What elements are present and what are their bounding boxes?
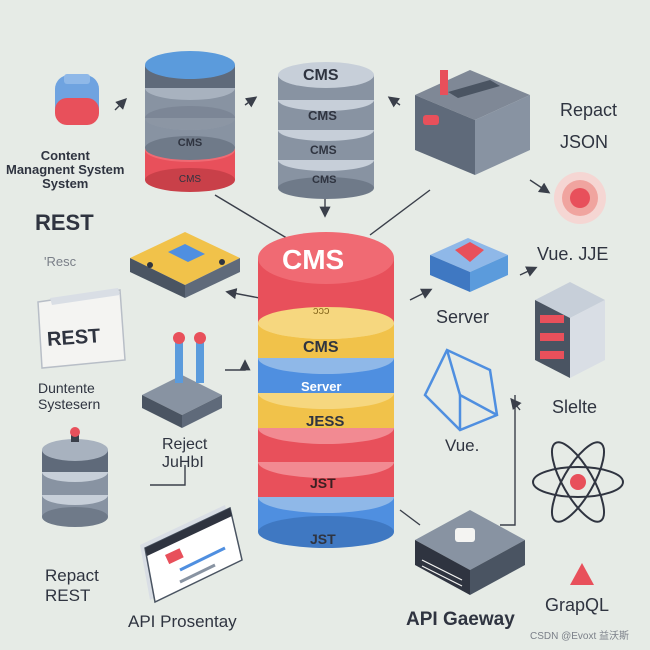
main-cms-stack [258, 232, 394, 548]
api-presentay-label: API Prosentay [128, 612, 237, 631]
target-icon [554, 172, 606, 224]
connector-line [519, 266, 538, 277]
rest-card-label: REST [46, 325, 102, 351]
connector-line [150, 465, 186, 486]
database-stack-top-center [278, 62, 374, 199]
vue-label: Vue. [445, 436, 480, 455]
slelte-label: Slelte [552, 397, 598, 417]
cube-icon [430, 238, 508, 292]
document-card-icon [37, 288, 126, 369]
stack-top-label-0: CMS [303, 67, 339, 84]
connector-line [387, 96, 401, 108]
connector-line [529, 179, 551, 194]
router-icon [142, 332, 222, 428]
hex-frame-icon [423, 348, 499, 432]
db-label: CMS [179, 174, 202, 185]
server-box-icon [415, 70, 530, 175]
connector-line [214, 194, 291, 241]
connector-line [114, 98, 127, 111]
connector-line [369, 189, 431, 236]
server-label: Server [436, 307, 490, 327]
database-stack-left [42, 427, 108, 527]
resc-label: 'Resc [44, 254, 77, 269]
connector-line [225, 359, 251, 371]
connector-line [399, 509, 421, 526]
repact-json-label: Repact JSON [560, 100, 618, 152]
main-stack-layer-2: Server [301, 379, 342, 394]
watermark: CSDN @Evoxt 益沃斯 [530, 631, 630, 642]
db-label: CMS [178, 137, 202, 149]
main-stack-layer-3: JESS [306, 413, 345, 430]
reject-rest-label: Repact REST [45, 566, 99, 605]
connector-line [500, 395, 516, 526]
main-stack-title: CMS [282, 244, 345, 275]
server-rack-icon [535, 282, 605, 378]
stack-top-label-1: CMS [308, 108, 337, 123]
connector-line [244, 96, 258, 108]
connector-line [409, 288, 433, 301]
beaker-icon [55, 74, 99, 125]
atom-icon [532, 441, 624, 523]
main-stack-layer-1: CMS [303, 339, 339, 356]
database-stack-top-left: CMS CMS [145, 51, 235, 192]
chip-module-icon [130, 232, 240, 298]
grapql-label: GrapQL [545, 595, 610, 615]
stack-top-label-2: CMS [310, 143, 337, 157]
duntente-label: Duntente Systesern [38, 380, 101, 412]
vue-jse-label: Vue. JJE [537, 244, 609, 264]
content-system-label: Content Managnent System System [6, 148, 125, 191]
stack-top-label-3: CMS [312, 174, 337, 186]
rest-label-left: REST [35, 210, 94, 235]
connector-line [510, 397, 522, 411]
reject-mid-label: Reject JuHbI [162, 436, 208, 471]
main-stack-layer-0: ɔɔɔ [313, 305, 330, 317]
gateway-device-icon [415, 510, 525, 595]
warning-triangle-icon [570, 563, 594, 585]
api-gateway-label: API Gaeway [406, 609, 515, 630]
main-stack-layer-4: JST [310, 475, 336, 491]
browser-window-icon [140, 505, 243, 604]
main-stack-layer-5: JST [310, 531, 336, 547]
